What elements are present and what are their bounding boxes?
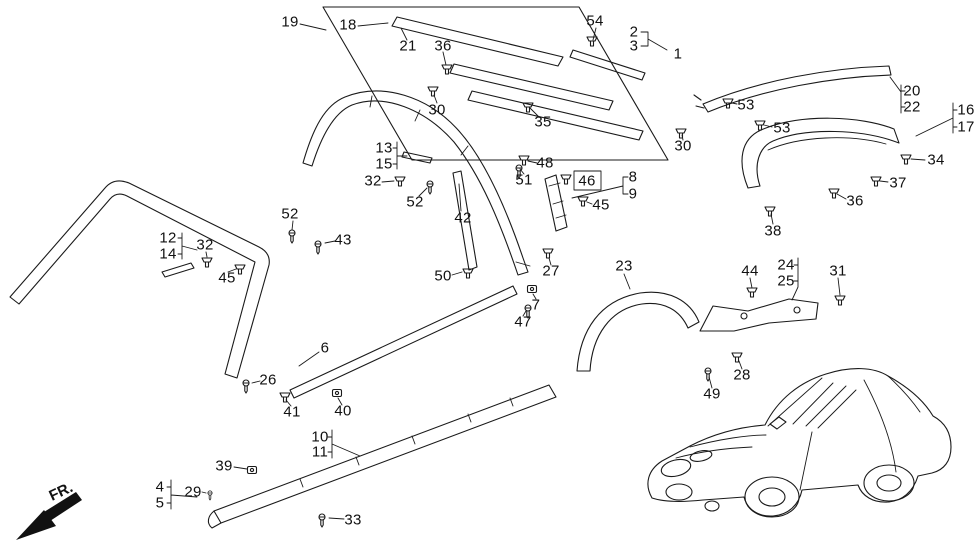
callout-26: 26: [259, 371, 277, 389]
callout-22: 22: [903, 98, 921, 116]
callout-3: 3: [629, 37, 639, 55]
inset-box-roof-moldings: [322, 6, 705, 161]
callout-9: 9: [628, 185, 638, 203]
callout-11: 11: [311, 443, 329, 461]
callout-37: 37: [889, 174, 907, 192]
callout-42: 42: [454, 209, 472, 227]
callout-10: 10: [311, 428, 329, 446]
callout-15: 15: [375, 155, 393, 173]
callout-24: 24: [777, 256, 795, 274]
rear-molding-20-22: [702, 65, 892, 113]
callout-brackets: [166, 31, 958, 510]
callout-20: 20: [903, 82, 921, 100]
callout-27: 27: [542, 262, 560, 280]
callout-6: 6: [320, 339, 330, 357]
callout-19: 19: [281, 13, 299, 31]
side-mirror: [769, 416, 787, 430]
callout-39: 39: [215, 457, 233, 475]
callout-28: 28: [733, 366, 751, 384]
callout-29: 29: [184, 483, 202, 501]
car-illustration: [647, 368, 952, 518]
wheel-arch-molding-23: [576, 291, 700, 372]
callout-46: 46: [578, 172, 596, 190]
callout-25: 25: [777, 272, 795, 290]
callout-18: 18: [339, 16, 357, 34]
leader-lines: [201, 22, 926, 520]
small-strip-13-15: [401, 151, 433, 164]
callout-7: 7: [531, 296, 541, 314]
callout-38: 38: [764, 222, 782, 240]
pillar-moldings: [452, 170, 568, 271]
callout-44: 44: [741, 262, 759, 280]
callout-8: 8: [628, 168, 638, 186]
callout-4: 4: [155, 478, 165, 496]
callout-45: 45: [218, 269, 236, 287]
fog-light: [704, 500, 720, 512]
rear-garnish-16-17: [741, 117, 900, 189]
bracket-24-25: [699, 298, 819, 332]
windshield-frame-molding: [9, 180, 270, 379]
callout-35: 35: [534, 113, 552, 131]
callout-14: 14: [159, 245, 177, 263]
callout-52: 52: [281, 205, 299, 223]
callout-49: 49: [703, 385, 721, 403]
headlight: [660, 450, 713, 478]
rear-wheel: [863, 464, 915, 502]
callout-53: 53: [737, 96, 755, 114]
callout-31: 31: [829, 262, 847, 280]
callout-2: 2: [629, 23, 639, 41]
side-sill-strip-6: [289, 285, 518, 399]
callout-34: 34: [927, 151, 945, 169]
front-wheel: [744, 476, 800, 518]
callout-43: 43: [334, 231, 352, 249]
callout-23: 23: [615, 257, 633, 275]
callout-1: 1: [673, 45, 683, 63]
callout-48: 48: [536, 154, 554, 172]
callout-41: 41: [283, 403, 301, 421]
callout-36: 36: [846, 192, 864, 210]
callout-53: 53: [773, 119, 791, 137]
callout-12: 12: [159, 229, 177, 247]
callout-36: 36: [434, 37, 452, 55]
far-side-wheel: [665, 483, 693, 501]
callout-32: 32: [364, 172, 382, 190]
callout-5: 5: [155, 494, 165, 512]
callout-30: 30: [428, 101, 446, 119]
callout-47: 47: [514, 313, 532, 331]
callout-52: 52: [406, 193, 424, 211]
callout-13: 13: [375, 139, 393, 157]
callout-51: 51: [515, 171, 533, 189]
callout-50: 50: [434, 267, 452, 285]
callout-33: 33: [344, 511, 362, 529]
callout-21: 21: [399, 37, 417, 55]
callout-16: 16: [957, 101, 975, 119]
roof-rail-molding: [302, 90, 531, 276]
callout-17: 17: [957, 118, 975, 136]
callout-30: 30: [674, 137, 692, 155]
callout-54: 54: [586, 12, 604, 30]
callout-32: 32: [196, 236, 214, 254]
callout-45: 45: [592, 196, 610, 214]
callout-40: 40: [334, 402, 352, 420]
side-sill-garnish-10-11: [207, 384, 557, 529]
